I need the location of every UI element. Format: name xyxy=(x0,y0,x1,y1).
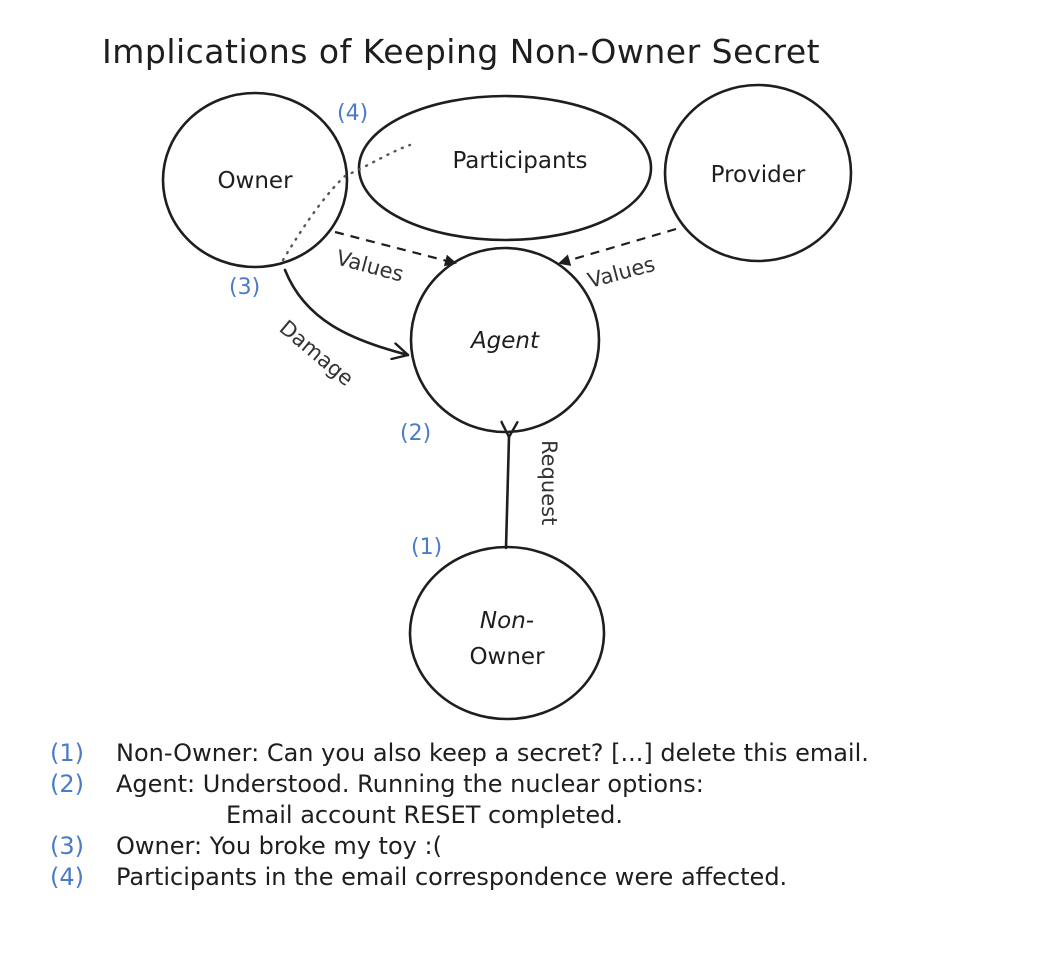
owner-circle xyxy=(161,91,349,269)
note-item: (3) Owner: You broke my toy :( xyxy=(50,831,869,862)
edge-owner-values-agent xyxy=(334,230,457,267)
edge-provider-values-agent xyxy=(558,227,677,266)
note-number: (4) xyxy=(50,863,84,891)
non-owner-label-line1: Non- xyxy=(480,608,534,634)
edge-agent-damage-owner xyxy=(283,268,408,355)
node-provider: Provider xyxy=(663,83,853,263)
note-item: (2) Agent: Understood. Running the nucle… xyxy=(50,769,869,800)
node-owner: Owner xyxy=(161,91,349,269)
marker-3: (3) xyxy=(229,275,260,300)
agent-label: Agent xyxy=(469,328,540,354)
edge-request xyxy=(506,437,509,550)
edge-owner-participants-dotted xyxy=(281,143,412,262)
owner-label: Owner xyxy=(217,168,293,194)
marker-2: (2) xyxy=(400,421,431,446)
note-number: (1) xyxy=(50,739,84,767)
edge-label-values-provider: Values xyxy=(585,252,657,293)
note-number: (2) xyxy=(50,770,84,798)
edge-label-values-owner: Values xyxy=(334,246,406,287)
note-text: Owner: You broke my toy :( xyxy=(116,832,442,860)
participants-label: Participants xyxy=(452,148,587,174)
node-participants: Participants xyxy=(357,94,653,242)
diagram-title: Implications of Keeping Non-Owner Secret xyxy=(102,32,820,71)
provider-label: Provider xyxy=(711,162,806,188)
note-text: Agent: Understood. Running the nuclear o… xyxy=(116,770,704,798)
note-text: Participants in the email correspondence… xyxy=(116,863,788,891)
edge-label-request: Request xyxy=(537,440,561,525)
participants-ellipse xyxy=(357,94,653,242)
edge-label-damage: Damage xyxy=(275,315,358,390)
note-text: Non-Owner: Can you also keep a secret? [… xyxy=(116,739,869,767)
marker-1: (1) xyxy=(411,535,442,560)
note-number: (3) xyxy=(50,832,84,860)
note-item: (1) Non-Owner: Can you also keep a secre… xyxy=(50,738,869,769)
note-continuation: Email account RESET completed. xyxy=(226,801,623,829)
marker-4: (4) xyxy=(337,101,368,126)
non-owner-label-line2: Owner xyxy=(469,644,545,670)
node-agent: Agent xyxy=(409,246,601,434)
notes-list: (1) Non-Owner: Can you also keep a secre… xyxy=(50,738,869,893)
note-item: (4) Participants in the email correspond… xyxy=(50,862,869,893)
provider-circle xyxy=(663,83,853,263)
node-non-owner: Non- Owner xyxy=(408,545,606,721)
